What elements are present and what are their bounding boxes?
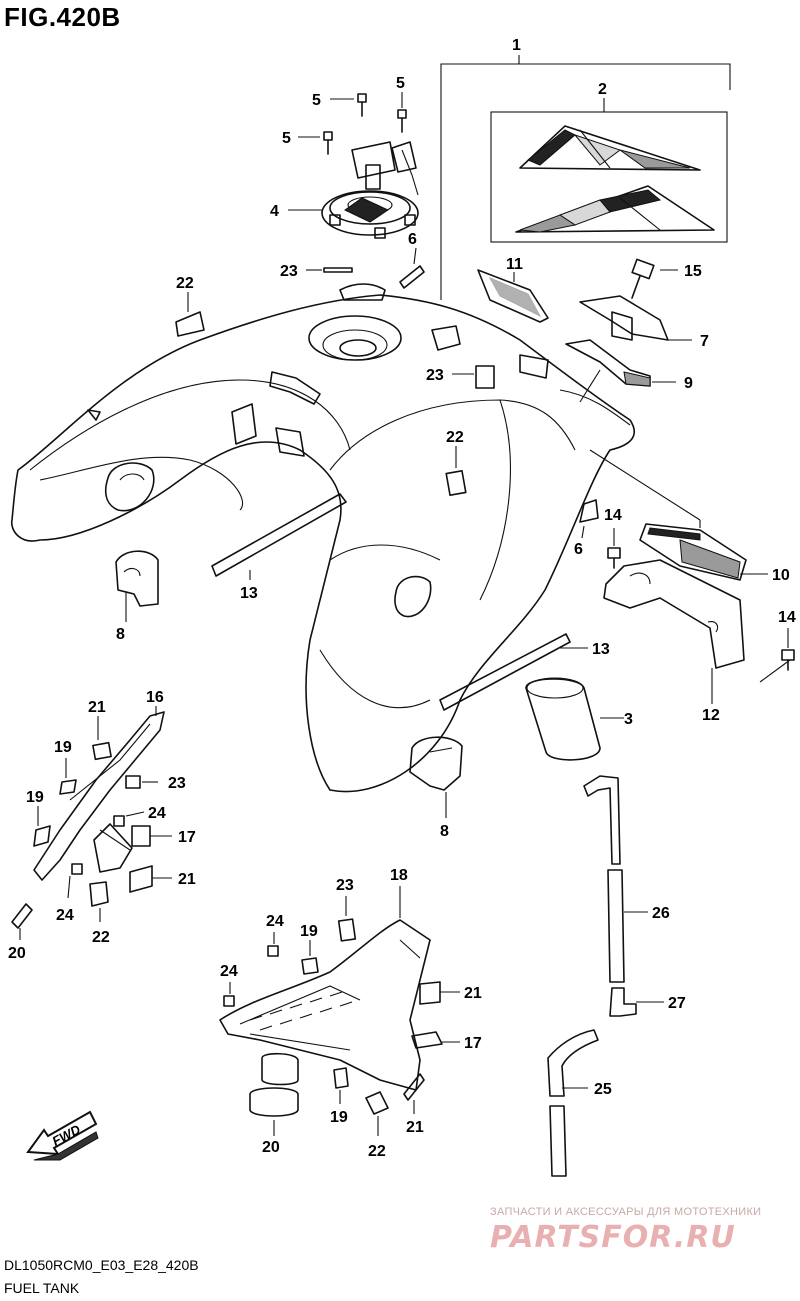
callout-23-a: 23 <box>280 263 298 280</box>
callout-26: 26 <box>652 905 670 922</box>
callout-7: 7 <box>700 333 709 350</box>
figure-name: FUEL TANK <box>4 1280 80 1296</box>
fuel-cap-assembly <box>288 92 419 239</box>
callout-21-a: 21 <box>88 699 106 716</box>
rear-bracket-assembly <box>589 449 795 704</box>
callout-2: 2 <box>598 81 607 98</box>
callout-24-d: 24 <box>220 963 238 980</box>
callout-labels: 1 2 3 4 5 5 5 6 6 7 8 8 9 10 11 12 13 13… <box>8 37 796 1160</box>
callout-17-b: 17 <box>464 1035 482 1052</box>
callout-16: 16 <box>146 689 164 706</box>
watermark-logo: PARTSFOR.RU <box>490 1220 736 1255</box>
callout-24-b: 24 <box>56 907 74 924</box>
vent-holes <box>249 991 353 1031</box>
callout-5-a: 5 <box>312 92 321 109</box>
callout-19-d: 19 <box>330 1109 348 1126</box>
callout-9: 9 <box>684 375 693 392</box>
callout-10: 10 <box>772 567 790 584</box>
callout-23-b: 23 <box>426 367 444 384</box>
fwd-direction-arrow: FWD <box>26 1110 99 1161</box>
callout-24-a: 24 <box>148 805 166 822</box>
callout-8-a: 8 <box>116 626 125 643</box>
callout-13-b: 13 <box>592 641 610 658</box>
lower-cover-assembly <box>219 886 460 1136</box>
callout-23-c: 23 <box>168 775 186 792</box>
callout-17-a: 17 <box>178 829 196 846</box>
callout-19-a: 19 <box>54 739 72 756</box>
callout-22-b: 22 <box>446 429 464 446</box>
callout-18: 18 <box>390 867 408 884</box>
watermark-caption: ЗАПЧАСТИ И АКСЕССУАРЫ ДЛЯ МОТОТЕХНИКИ <box>490 1206 762 1218</box>
callout-15: 15 <box>684 263 702 280</box>
callout-24-c: 24 <box>266 913 284 930</box>
callout-12: 12 <box>702 707 720 724</box>
callout-21-d: 21 <box>406 1119 424 1136</box>
tank-side-parts <box>115 493 599 818</box>
tank-decals <box>445 365 495 497</box>
callout-27: 27 <box>668 995 686 1012</box>
callout-21-b: 21 <box>178 871 196 888</box>
callout-19-c: 19 <box>300 923 318 940</box>
left-cover-assembly <box>11 706 172 940</box>
fuel-hoses <box>525 677 664 1177</box>
callout-22-d: 22 <box>368 1143 386 1160</box>
callout-22-c: 22 <box>92 929 110 946</box>
fuel-tank-body <box>11 283 635 793</box>
callout-11: 11 <box>506 256 523 273</box>
callout-1: 1 <box>512 37 521 54</box>
figure-title: FIG.420B <box>4 2 121 32</box>
callout-4: 4 <box>270 203 279 220</box>
callout-19-b: 19 <box>26 789 44 806</box>
small-pads-top <box>175 247 425 337</box>
callout-23-d: 23 <box>336 877 354 894</box>
tank-cover-parts <box>477 258 692 403</box>
callout-25: 25 <box>594 1081 612 1098</box>
callout-6-b: 6 <box>574 541 583 558</box>
callout-3: 3 <box>624 711 633 728</box>
callout-13-a: 13 <box>240 585 258 602</box>
callout-6-a: 6 <box>408 231 417 248</box>
callout-20-a: 20 <box>8 945 26 962</box>
callout-5-b: 5 <box>396 75 405 92</box>
callout-14-b: 14 <box>778 609 796 626</box>
callout-8-b: 8 <box>440 823 449 840</box>
callout-14-a: 14 <box>604 507 622 524</box>
callout-21-c: 21 <box>464 985 482 1002</box>
figure-code: DL1050RCM0_E03_E28_420B <box>4 1257 199 1273</box>
callout-5-c: 5 <box>282 130 291 147</box>
graphic-set-box <box>440 55 731 300</box>
callout-22-a: 22 <box>176 275 194 292</box>
callout-20-b: 20 <box>262 1139 280 1156</box>
